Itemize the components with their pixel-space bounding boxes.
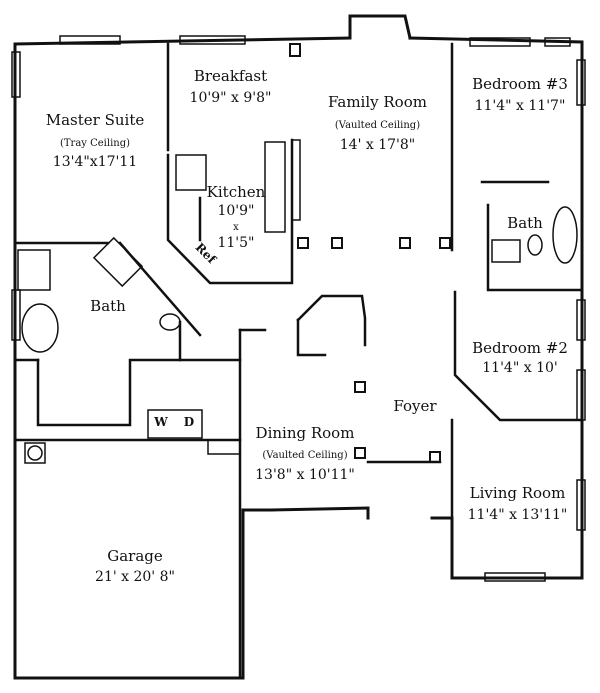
foyer-name: Foyer: [393, 397, 437, 415]
kitchen-name: Kitchen: [206, 183, 266, 201]
exterior-walls: [15, 16, 582, 678]
kitchen-dims-width: 10'9": [217, 203, 255, 219]
family-room-dims: 14' x 17'8": [339, 137, 416, 153]
master-bath-name: Bath: [90, 297, 126, 315]
fixtures: [18, 140, 577, 640]
family-room-name: Family Room: [328, 93, 427, 111]
dining-room-dims: 13'8" x 10'11": [255, 467, 355, 483]
master-suite-name: Master Suite: [45, 111, 145, 129]
garage-name: Garage: [107, 547, 163, 565]
bedroom2-name: Bedroom #2: [472, 339, 568, 357]
bedroom3-dims: 11'4" x 11'7": [474, 98, 566, 114]
columns: [290, 44, 450, 462]
family-room-note: (Vaulted Ceiling): [334, 120, 421, 131]
living-room-dims: 11'4" x 13'11": [467, 507, 568, 523]
interior-walls: [15, 44, 582, 678]
breakfast-name: Breakfast: [193, 67, 268, 85]
bedroom3-name: Bedroom #3: [472, 75, 568, 93]
windows: [12, 36, 585, 581]
bath-right-name: Bath: [507, 214, 543, 232]
dining-room-name: Dining Room: [255, 424, 355, 442]
living-room-name: Living Room: [469, 484, 566, 502]
bedroom2-dims: 11'4" x 10': [482, 360, 558, 376]
kitchen-dims-x: x: [233, 222, 239, 233]
garage-dims: 21' x 20' 8": [95, 569, 175, 585]
master-suite-note: (Tray Ceiling): [59, 138, 131, 149]
master-suite-dims: 13'4"x17'11: [52, 154, 138, 170]
washer-label: W: [154, 415, 168, 429]
dining-room-note: (Vaulted Ceiling): [262, 450, 348, 461]
kitchen-dims-height: 11'5": [217, 235, 255, 251]
dryer-label: D: [183, 415, 195, 429]
breakfast-dims: 10'9" x 9'8": [189, 90, 272, 106]
